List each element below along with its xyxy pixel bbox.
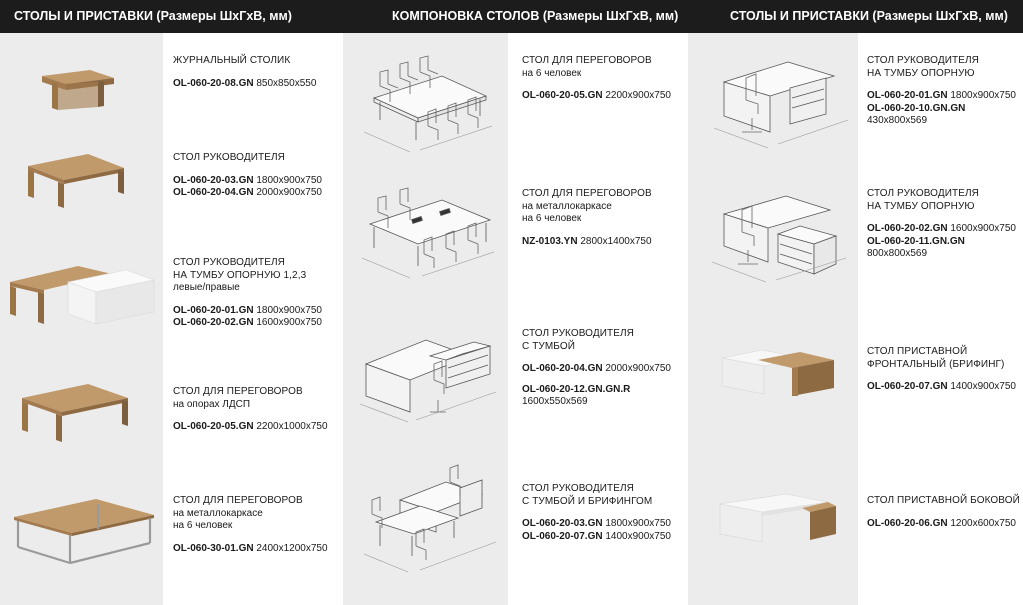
item-title-line2: ФРОНТАЛЬНЫЙ (БРИФИНГ) bbox=[867, 358, 1005, 370]
item-title: СТОЛ ДЛЯ ПЕРЕГОВОРОВ bbox=[522, 188, 652, 199]
item-title-line2: С ТУМБОЙ bbox=[522, 340, 576, 352]
product-size: 2400x1200x750 bbox=[256, 542, 328, 554]
product-size: 2800x1400x750 bbox=[580, 235, 652, 247]
layout-desk-pedestal-image bbox=[350, 318, 500, 433]
item-title-line1: СТОЛ РУКОВОДИТЕЛЯ bbox=[867, 188, 979, 199]
header-right-title: СТОЛЫ И ПРИСТАВКИ (Размеры ШхГхВ, мм) bbox=[730, 9, 1008, 23]
product-code: NZ-0103.YN bbox=[522, 235, 578, 247]
item-subtitle: левые/правые bbox=[173, 282, 240, 293]
item-subtitle-line2: на 6 человек bbox=[173, 520, 233, 531]
product-code: OL-060-20-11.GN.GN bbox=[867, 235, 965, 247]
item-title: СТОЛ РУКОВОДИТЕЛЯ bbox=[173, 152, 285, 163]
item-desk-on-pedestal: СТОЛ РУКОВОДИТЕЛЯ НА ТУМБУ ОПОРНУЮ 1,2,3… bbox=[173, 257, 322, 330]
item-side-return-table: СТОЛ ПРИСТАВНОЙ БОКОВОЙ OL-060-20-06.GN … bbox=[867, 495, 1020, 530]
product-size: 2000x900x750 bbox=[256, 187, 322, 198]
item-title-line2: НА ТУМБУ ОПОРНУЮ bbox=[867, 200, 975, 212]
product-code: OL-060-20-01.GN bbox=[173, 304, 254, 316]
product-size: 2200x900x750 bbox=[605, 90, 671, 101]
product-size: 1400x900x750 bbox=[605, 530, 671, 542]
product-code: OL-060-30-01.GN bbox=[173, 542, 254, 554]
right-text-panel bbox=[858, 33, 1023, 605]
product-code: OL-060-20-05.GN bbox=[173, 421, 254, 432]
middle-text-panel bbox=[508, 33, 688, 605]
executive-desk-image bbox=[26, 150, 126, 215]
item-desk-on-pedestal-1: СТОЛ РУКОВОДИТЕЛЯ НА ТУМБУ ОПОРНУЮ OL-06… bbox=[867, 55, 1016, 128]
product-code: OL-060-20-05.GN bbox=[522, 90, 603, 101]
product-code: OL-060-20-10.GN.GN bbox=[867, 102, 966, 114]
desk-on-pedestal-2-image bbox=[694, 180, 854, 295]
meeting-table-metal-image bbox=[10, 495, 158, 574]
product-size: 2200x1000x750 bbox=[256, 421, 328, 432]
item-executive-desk: СТОЛ РУКОВОДИТЕЛЯ OL-060-20-03.GN 1800x9… bbox=[173, 152, 322, 200]
item-title-line1: СТОЛ РУКОВОДИТЕЛЯ bbox=[522, 483, 634, 494]
item-meeting-table-ldsp: СТОЛ ДЛЯ ПЕРЕГОВОРОВ на опорах ЛДСП OL-0… bbox=[173, 386, 328, 434]
product-size: 800x800x569 bbox=[867, 248, 928, 259]
layout-meeting-6: СТОЛ ДЛЯ ПЕРЕГОВОРОВ на 6 человек OL-060… bbox=[522, 55, 671, 103]
item-title: СТОЛ ДЛЯ ПЕРЕГОВОРОВ bbox=[173, 386, 303, 397]
product-code: OL-060-20-06.GN bbox=[867, 517, 948, 529]
item-title-line2: НА ТУМБУ ОПОРНУЮ 1,2,3 bbox=[173, 269, 307, 281]
header-middle-title: КОМПОНОВКА СТОЛОВ (Размеры ШхГхВ, мм) bbox=[392, 9, 679, 23]
product-size: 850x850x550 bbox=[256, 77, 317, 89]
item-title: ЖУРНАЛЬНЫЙ СТОЛИК bbox=[173, 55, 291, 66]
product-size: 1600x550x569 bbox=[522, 396, 588, 407]
item-title-line2: НА ТУМБУ ОПОРНУЮ bbox=[867, 67, 975, 79]
product-size: 1200x600x750 bbox=[950, 517, 1016, 529]
product-code: OL-060-20-07.GN bbox=[867, 381, 948, 392]
product-code: OL-060-20-12.GN.GN.R bbox=[522, 383, 631, 395]
layout-meeting-metal-image bbox=[350, 178, 500, 293]
item-front-briefing-table: СТОЛ ПРИСТАВНОЙ ФРОНТАЛЬНЫЙ (БРИФИНГ) OL… bbox=[867, 346, 1016, 394]
product-code: OL-060-20-04.GN bbox=[522, 363, 603, 374]
product-code: OL-060-20-02.GN bbox=[173, 317, 254, 328]
item-title-line1: СТОЛ РУКОВОДИТЕЛЯ bbox=[173, 257, 285, 268]
layout-desk-briefing: СТОЛ РУКОВОДИТЕЛЯ С ТУМБОЙ И БРИФИНГОМ O… bbox=[522, 483, 671, 543]
item-subtitle: на опорах ЛДСП bbox=[173, 398, 251, 410]
layout-meeting-metal: СТОЛ ДЛЯ ПЕРЕГОВОРОВ на металлокаркасе н… bbox=[522, 188, 652, 248]
item-subtitle-line2: на 6 человек bbox=[522, 213, 582, 224]
item-subtitle: на 6 человек bbox=[522, 67, 582, 79]
item-title-line1: СТОЛ ПРИСТАВНОЙ bbox=[867, 346, 968, 357]
layout-desk-briefing-image bbox=[350, 458, 500, 583]
item-title-line2: С ТУМБОЙ И БРИФИНГОМ bbox=[522, 495, 653, 507]
item-desk-on-pedestal-2: СТОЛ РУКОВОДИТЕЛЯ НА ТУМБУ ОПОРНУЮ OL-06… bbox=[867, 188, 1016, 261]
product-size: 1800x900x750 bbox=[950, 90, 1016, 101]
product-size: 2000x900x750 bbox=[605, 363, 671, 374]
product-size: 430x800x569 bbox=[867, 115, 928, 126]
item-meeting-table-metal: СТОЛ ДЛЯ ПЕРЕГОВОРОВ на металлокаркасе н… bbox=[173, 495, 328, 555]
item-title-line1: СТОЛ РУКОВОДИТЕЛЯ bbox=[867, 55, 979, 66]
item-subtitle-line1: на металлокаркасе bbox=[173, 507, 263, 519]
header-bar: СТОЛЫ И ПРИСТАВКИ (Размеры ШхГхВ, мм) КО… bbox=[0, 0, 1023, 33]
item-title: СТОЛ ДЛЯ ПЕРЕГОВОРОВ bbox=[522, 55, 652, 66]
front-briefing-table-image bbox=[718, 344, 838, 413]
product-size: 1600x900x750 bbox=[950, 223, 1016, 234]
layout-desk-pedestal: СТОЛ РУКОВОДИТЕЛЯ С ТУМБОЙ OL-060-20-04.… bbox=[522, 328, 671, 409]
product-size: 1400x900x750 bbox=[950, 381, 1016, 392]
header-left-title: СТОЛЫ И ПРИСТАВКИ (Размеры ШхГхВ, мм) bbox=[14, 9, 292, 23]
product-size: 1600x900x750 bbox=[256, 317, 322, 328]
item-subtitle-line1: на металлокаркасе bbox=[522, 200, 612, 212]
item-title: СТОЛ ПРИСТАВНОЙ БОКОВОЙ bbox=[867, 495, 1020, 506]
desk-on-pedestal-1-image bbox=[694, 44, 854, 159]
coffee-table-image bbox=[38, 66, 118, 121]
product-code: OL-060-20-03.GN bbox=[173, 174, 254, 186]
desk-on-pedestal-image bbox=[8, 262, 158, 337]
left-text-panel bbox=[163, 33, 343, 605]
layout-meeting-6-image bbox=[350, 50, 500, 165]
product-code: OL-060-20-07.GN bbox=[522, 530, 603, 542]
product-code: OL-060-20-08.GN bbox=[173, 77, 254, 89]
product-code: OL-060-20-01.GN bbox=[867, 90, 948, 101]
product-size: 1800x900x750 bbox=[605, 518, 671, 529]
product-code: OL-060-20-02.GN bbox=[867, 223, 948, 234]
item-title-line1: СТОЛ РУКОВОДИТЕЛЯ bbox=[522, 328, 634, 339]
product-code: OL-060-20-03.GN bbox=[522, 518, 603, 529]
item-coffee-table: ЖУРНАЛЬНЫЙ СТОЛИК OL-060-20-08.GN 850x85… bbox=[173, 55, 316, 90]
meeting-table-ldsp-image bbox=[20, 380, 130, 449]
side-return-table-image bbox=[716, 490, 840, 557]
product-size: 1800x900x750 bbox=[256, 174, 322, 186]
product-code: OL-060-20-04.GN bbox=[173, 187, 254, 198]
product-size: 1800x900x750 bbox=[256, 304, 322, 316]
item-title: СТОЛ ДЛЯ ПЕРЕГОВОРОВ bbox=[173, 495, 303, 506]
